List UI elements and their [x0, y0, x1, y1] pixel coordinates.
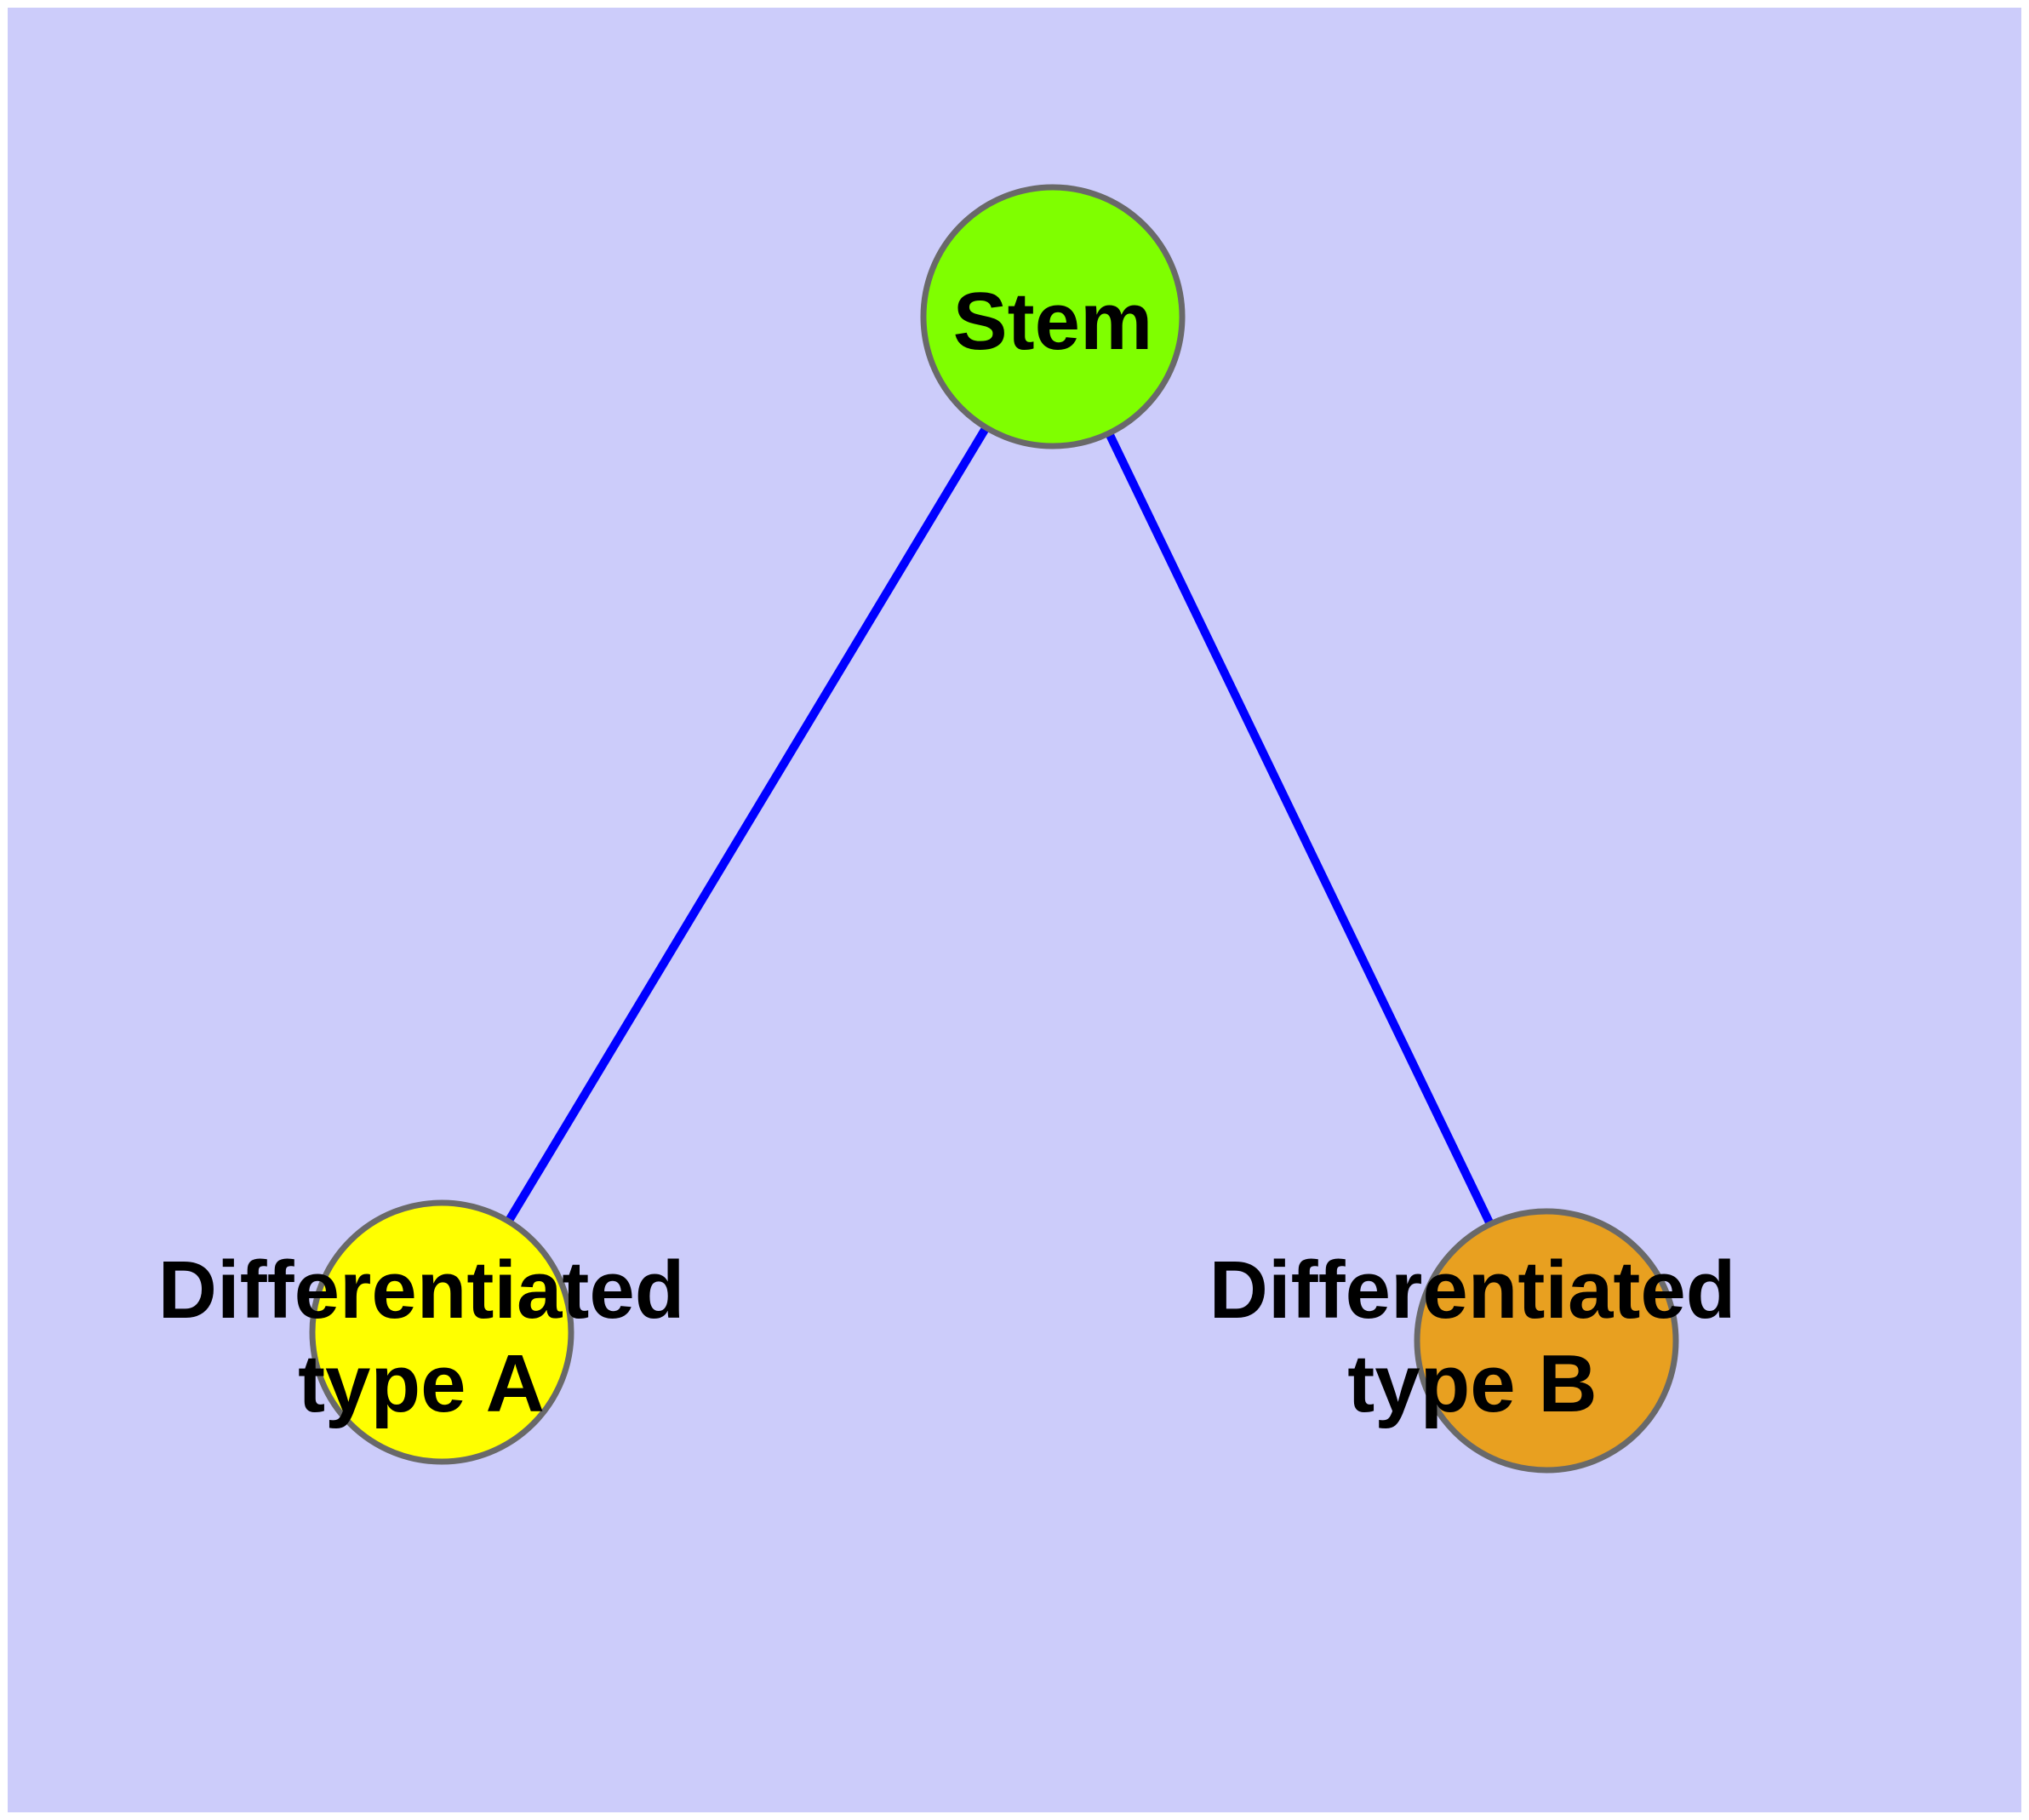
- node-differentiated-type-b[interactable]: [1414, 1208, 1679, 1474]
- edge-layer: [504, 423, 1495, 1228]
- node-stem-label-line-1: Stem: [953, 276, 1153, 367]
- edge-stem-to-differentiated-type-a[interactable]: [504, 423, 991, 1226]
- node-stem-circle[interactable]: [920, 184, 1186, 449]
- node-differentiated-type-a-label-line-2: type A: [298, 1338, 545, 1429]
- node-differentiated-type-b-label-line-2: type B: [1347, 1338, 1597, 1429]
- edge-stem-to-differentiated-type-b[interactable]: [1104, 429, 1495, 1228]
- node-differentiated-type-b-circle[interactable]: [1414, 1208, 1679, 1474]
- node-differentiated-type-a[interactable]: [309, 1199, 574, 1465]
- node-stem[interactable]: [920, 184, 1186, 449]
- node-differentiated-type-a-circle[interactable]: [309, 1199, 574, 1465]
- node-layer: [309, 184, 1679, 1474]
- node-differentiated-type-a-label-line-1: Differentiated: [158, 1245, 685, 1336]
- node-stem-label: Stem: [953, 276, 1153, 367]
- node-differentiated-type-b-label-line-1: Differentiated: [1209, 1245, 1736, 1336]
